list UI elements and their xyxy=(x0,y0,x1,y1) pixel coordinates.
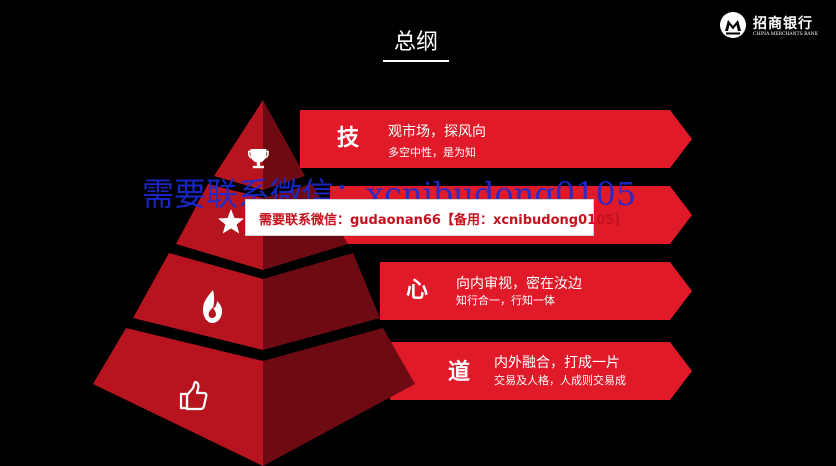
level-line1: 观市场，探风向 xyxy=(388,124,486,140)
level-line2: 交易及人格，人成则交易成 xyxy=(494,374,626,387)
bank-name: 招商银行 xyxy=(753,16,813,32)
pyramid-tier-3 xyxy=(133,253,380,350)
slide-title: 总纲 xyxy=(393,30,438,55)
trophy-icon xyxy=(248,149,269,169)
thumbs-up-icon xyxy=(179,380,208,411)
level-line2: 知行合一，行知一体 xyxy=(456,294,555,307)
level-line1: 向内审视，密在汝边 xyxy=(456,276,582,292)
flame-icon xyxy=(203,290,222,323)
level-line2: 多空中性，是为知 xyxy=(388,146,476,159)
level-banner-dao: 道 内外融合，打成一片 交易及人格，人成则交易成 xyxy=(390,342,692,400)
watermark-banner-text: 需要联系微信：gudaonan66【备用：xcnibudong0105】 xyxy=(259,213,628,228)
watermark-contact-banner: 需要联系微信：gudaonan66【备用：xcnibudong0105】 xyxy=(245,199,627,236)
bank-logo: 招商银行 CHINA MERCHANTS BANK xyxy=(720,8,832,46)
pyramid-tier-4 xyxy=(93,328,415,466)
level-banner-xin: 心 向内审视，密在汝边 知行合一，行知一体 xyxy=(380,262,692,320)
level-line1: 内外融合，打成一片 xyxy=(494,355,620,371)
level-char: 心 xyxy=(406,278,429,303)
bank-name-english: CHINA MERCHANTS BANK xyxy=(753,32,818,37)
level-char: 道 xyxy=(448,360,471,385)
bank-logo-icon xyxy=(720,12,746,38)
pyramid-tier-1 xyxy=(214,100,305,190)
level-banner-ji: 技 观市场，探风向 多空中性，是为知 xyxy=(300,110,692,168)
level-char: 技 xyxy=(337,126,360,151)
star-icon xyxy=(218,209,244,234)
title-underline xyxy=(383,60,449,62)
